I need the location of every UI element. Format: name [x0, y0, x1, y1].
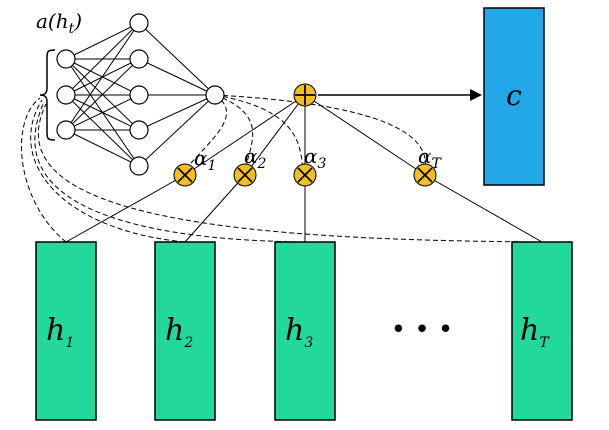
hidden-node — [129, 120, 149, 140]
hidden-state-label-1: h1 — [46, 313, 74, 351]
weight-label-1: α1 — [194, 146, 216, 174]
input-node — [56, 120, 76, 140]
context-vector-box — [483, 7, 545, 186]
hidden-node — [129, 85, 149, 105]
dashed-score-1 — [184, 94, 228, 171]
sum-node — [293, 83, 317, 107]
hidden-state-box-2 — [154, 241, 216, 421]
hidden-node — [129, 13, 149, 33]
multiply-node-T — [413, 163, 437, 187]
hidden-state-label-2: h2 — [165, 313, 193, 351]
hidden-node — [129, 49, 149, 69]
input-node — [56, 49, 76, 69]
dashed-score-3 — [214, 94, 304, 171]
dashed-link-h3 — [34, 101, 306, 243]
weight-label-T: αT — [418, 144, 443, 172]
hidden-state-box-T — [511, 241, 573, 421]
input-brace — [39, 49, 56, 141]
network-edges — [65, 22, 216, 167]
dashed-input-links — [21, 97, 543, 243]
dashed-link-h2 — [30, 99, 186, 243]
dashed-link-hT — [38, 103, 543, 243]
dashed-score-T — [214, 94, 426, 171]
context-vector-label: c — [506, 79, 522, 112]
input-node — [56, 85, 76, 105]
hidden-state-box-1 — [35, 241, 97, 421]
hidden-state-label-3: h3 — [285, 313, 313, 351]
output-node — [205, 85, 225, 105]
sequence-ellipsis: • • • — [391, 315, 454, 345]
multiply-node-2 — [233, 163, 257, 187]
dashed-score-2 — [214, 94, 254, 171]
weight-label-2: α2 — [244, 144, 267, 172]
weight-to-sum-links — [184, 94, 426, 176]
hidden-state-box-3 — [274, 241, 336, 421]
hidden-state-label-T: hT — [520, 313, 550, 351]
dashed-link-h1 — [21, 97, 67, 243]
hidden-node — [129, 156, 149, 176]
multiply-node-1 — [173, 163, 197, 187]
network-nodes — [56, 13, 225, 176]
weight-label-3: α3 — [304, 144, 327, 172]
multiply-node-3 — [293, 163, 317, 187]
dashed-score-links — [184, 94, 426, 171]
attention-function-label: a(ht) — [36, 9, 82, 37]
